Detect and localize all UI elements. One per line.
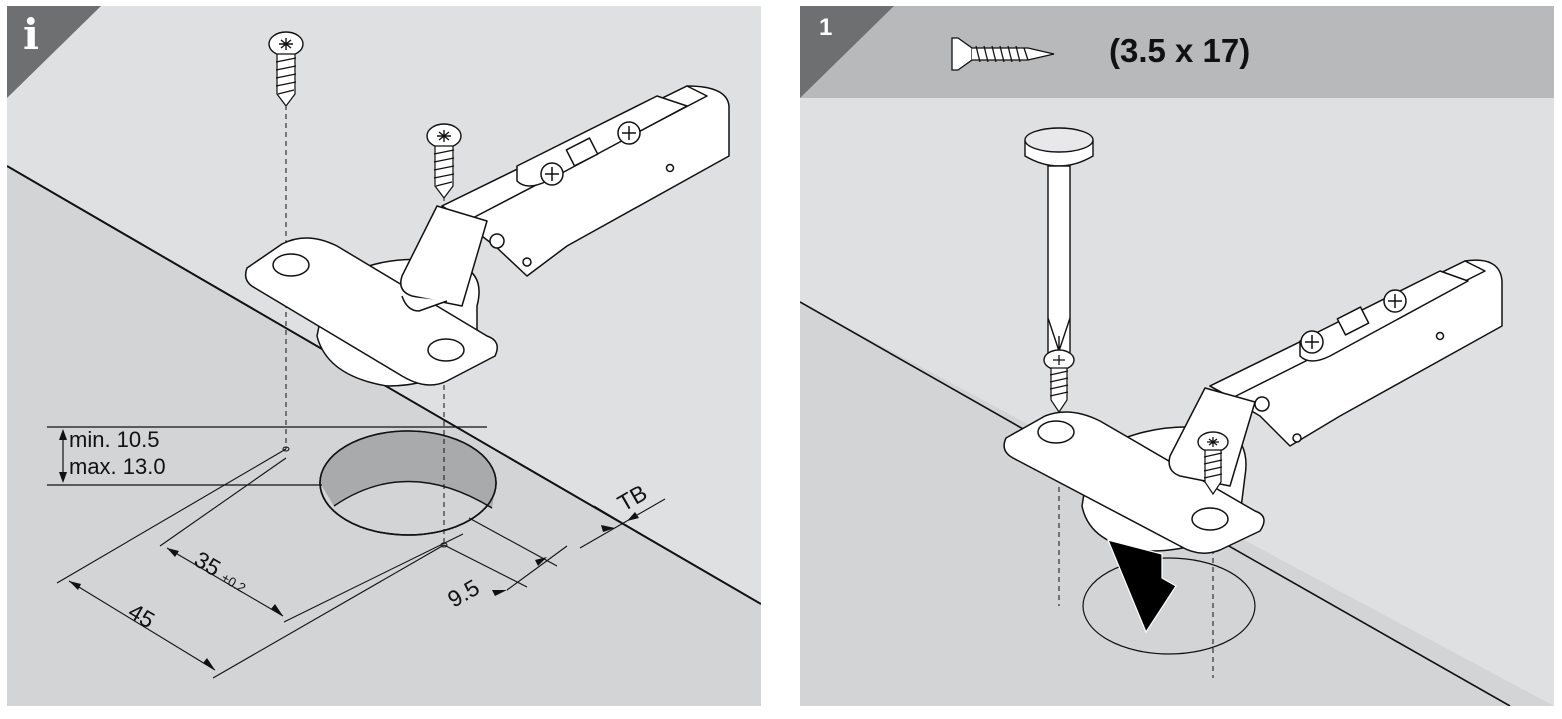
hinge-installation-drawing [800,127,1554,706]
hinge-illustration [244,85,730,387]
depth-max-label: max. 13.0 [69,454,166,479]
screw-icon [1043,349,1075,414]
screw-icon [268,31,304,107]
screw-spec-label: (3.5 x 17) [1109,32,1251,69]
dimension-lines [56,448,666,679]
depth-min-label: min. 10.5 [69,427,160,452]
info-badge [7,6,101,98]
step-header [800,6,1554,98]
bore-outline [1082,557,1256,655]
info-icon: i [23,10,39,59]
hinge-dimension-drawing [7,31,761,706]
screw-icon [426,123,462,199]
step-1-panel: 1 (3.5 x 17) [800,6,1554,706]
step-number: 1 [819,14,833,41]
step-badge [800,6,894,98]
hinge-illustration [1003,259,1503,554]
drill-bore [319,430,497,536]
dimension-arrowheads [69,512,639,670]
press-down-arrow-icon [1106,539,1177,634]
depth-dimension-arrow [59,429,67,483]
screwdriver-icon [1024,127,1094,367]
screw-icon [951,37,1055,71]
info-panel: i min. 10.5 max. 13.0 35 +0.2 45 9.5 TB [7,6,761,706]
screw-icon [1197,431,1229,496]
